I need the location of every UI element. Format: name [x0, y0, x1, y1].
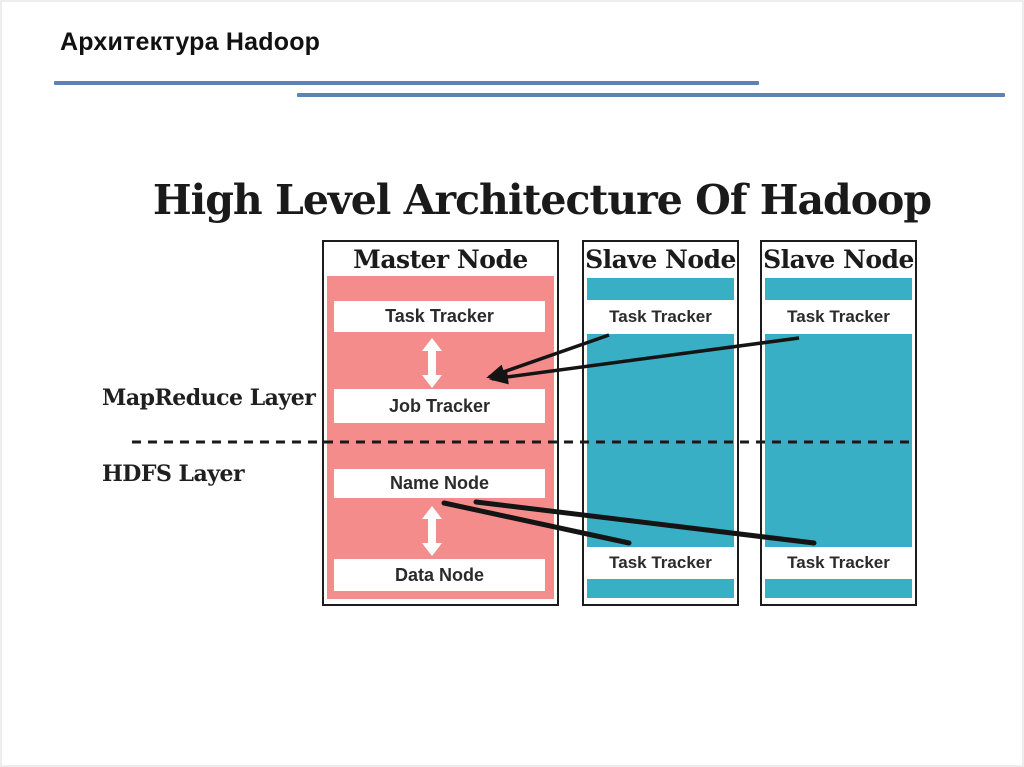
master-node-title: Master Node: [353, 245, 528, 274]
double-arrow-icon: [422, 506, 442, 556]
master-job-tracker: Job Tracker: [334, 389, 545, 423]
slave-node-1-title: Slave Node: [585, 245, 736, 274]
diagram-title: High Level Architecture Of Hadoop: [152, 176, 932, 224]
slide-title: Архитектура Hadoop: [60, 28, 321, 56]
double-arrow-icon: [422, 338, 442, 388]
master-node-box: Master Node Task Tracker Job Tracker Nam…: [322, 240, 559, 606]
master-name-node: Name Node: [334, 469, 545, 498]
hdfs-layer-label: HDFS Layer: [102, 461, 245, 487]
title-underline-top: [54, 81, 759, 85]
mapreduce-layer-label: MapReduce Layer: [102, 385, 316, 411]
slave1-task-tracker-bottom: Task Tracker: [587, 547, 734, 579]
master-data-node: Data Node: [334, 559, 545, 591]
slave1-task-tracker-top: Task Tracker: [587, 300, 734, 334]
slave-node-2-title: Slave Node: [763, 245, 914, 274]
slave-node-2-box: Slave Node Task Tracker Task Tracker: [760, 240, 917, 606]
slave-node-1-box: Slave Node Task Tracker Task Tracker: [582, 240, 739, 606]
slave2-task-tracker-bottom: Task Tracker: [765, 547, 912, 579]
master-task-tracker: Task Tracker: [334, 301, 545, 332]
slave2-task-tracker-top: Task Tracker: [765, 300, 912, 334]
title-underline-bottom: [297, 93, 1005, 97]
